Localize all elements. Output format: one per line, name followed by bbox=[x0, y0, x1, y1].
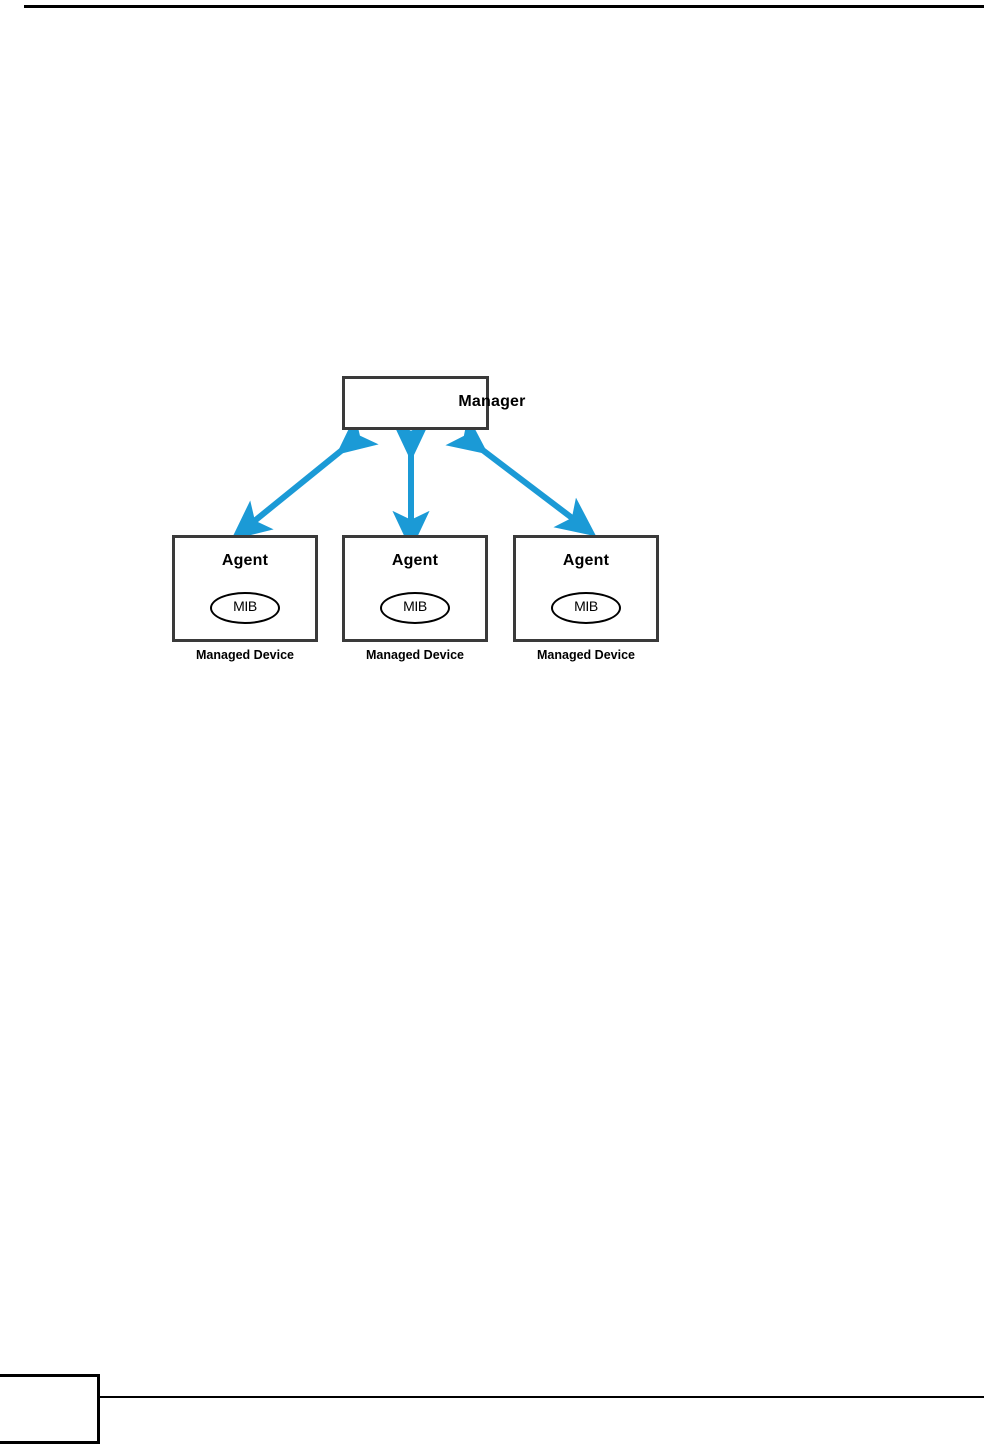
page-number-box bbox=[0, 1374, 100, 1444]
agent-label-3: Agent bbox=[562, 552, 610, 569]
mib-label-1: MIB bbox=[233, 598, 257, 614]
mib-ellipse-3 bbox=[551, 592, 621, 624]
managed-device-caption-2: Managed Device bbox=[366, 648, 464, 662]
agent-label-2: Agent bbox=[391, 552, 439, 569]
managed-device-caption-1: Managed Device bbox=[196, 648, 294, 662]
agent-box-1 bbox=[172, 535, 318, 642]
agent-box-3 bbox=[513, 535, 659, 642]
diagram-connectors bbox=[231, 415, 597, 551]
agent-label-1: Agent bbox=[221, 552, 269, 569]
manager-label: Manager bbox=[458, 393, 526, 410]
page-header-rule bbox=[24, 5, 984, 8]
agent-box-2 bbox=[342, 535, 488, 642]
mib-label-3: MIB bbox=[574, 598, 598, 614]
managed-device-caption-3: Managed Device bbox=[537, 648, 635, 662]
mib-ellipse-2 bbox=[380, 592, 450, 624]
mib-ellipse-1 bbox=[210, 592, 280, 624]
manager-box bbox=[342, 376, 489, 430]
page-footer-rule bbox=[100, 1396, 984, 1398]
mib-label-2: MIB bbox=[403, 598, 427, 614]
snmp-management-diagram: Manager Agent MIB Managed Device Agent M… bbox=[0, 0, 984, 720]
connector-manager-agent-3 bbox=[445, 415, 597, 537]
connector-manager-agent-1 bbox=[231, 415, 379, 540]
